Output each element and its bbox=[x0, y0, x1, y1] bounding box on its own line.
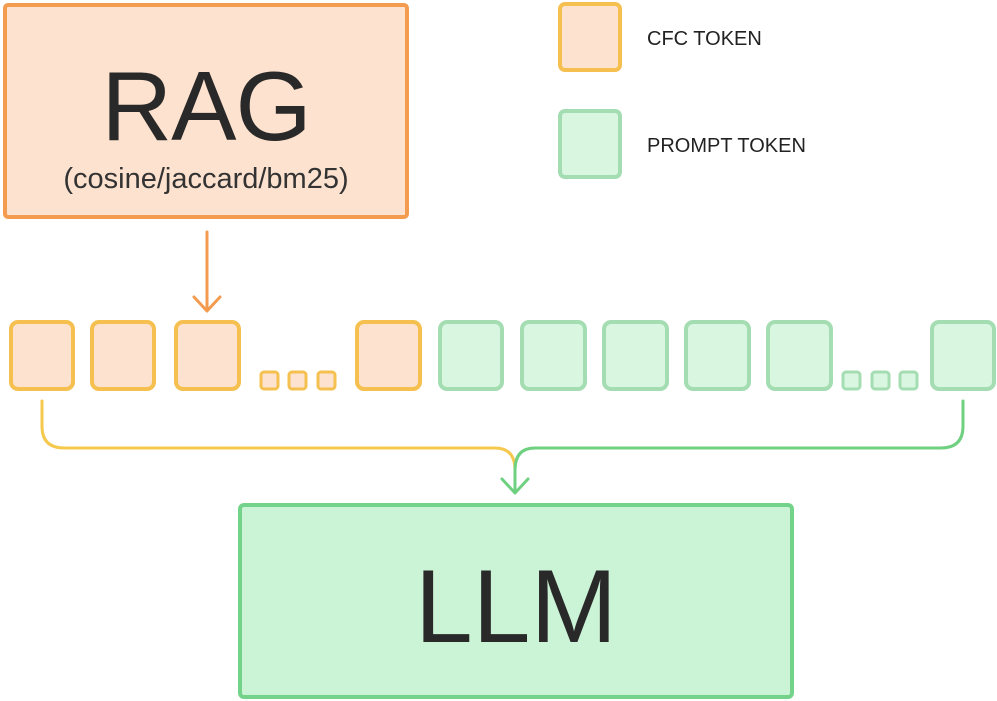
llm-box: LLM bbox=[238, 503, 794, 699]
cfc-ellipsis-dot bbox=[259, 370, 280, 391]
prompt-token bbox=[930, 320, 996, 391]
legend-cfc-label: CFC TOKEN bbox=[647, 28, 762, 50]
rag-title: RAG bbox=[101, 51, 311, 161]
cfc-token bbox=[174, 320, 241, 391]
llm-input-arrowhead bbox=[500, 477, 530, 495]
legend-prompt-swatch bbox=[558, 109, 622, 179]
cfc-connector-line bbox=[40, 399, 517, 492]
llm-title: LLM bbox=[414, 549, 618, 665]
prompt-connector-line bbox=[513, 399, 965, 492]
prompt-token bbox=[520, 320, 587, 391]
prompt-ellipsis-dot bbox=[898, 370, 919, 391]
rag-box: RAG (cosine/jaccard/bm25) bbox=[3, 3, 409, 219]
prompt-token bbox=[438, 320, 504, 391]
rag-subtitle: (cosine/jaccard/bm25) bbox=[63, 163, 349, 195]
cfc-ellipsis-dot bbox=[287, 370, 308, 391]
prompt-token bbox=[766, 320, 833, 391]
cfc-token bbox=[9, 320, 75, 391]
rag-to-token-arrow bbox=[192, 230, 222, 313]
prompt-token bbox=[684, 320, 751, 391]
cfc-token bbox=[355, 320, 422, 391]
prompt-ellipsis-dot bbox=[870, 370, 891, 391]
legend-prompt-label: PROMPT TOKEN bbox=[647, 135, 806, 157]
cfc-ellipsis-dot bbox=[316, 370, 337, 391]
prompt-ellipsis-dot bbox=[841, 370, 862, 391]
prompt-token bbox=[602, 320, 669, 391]
legend-cfc-swatch bbox=[558, 2, 622, 72]
cfc-token bbox=[90, 320, 156, 391]
